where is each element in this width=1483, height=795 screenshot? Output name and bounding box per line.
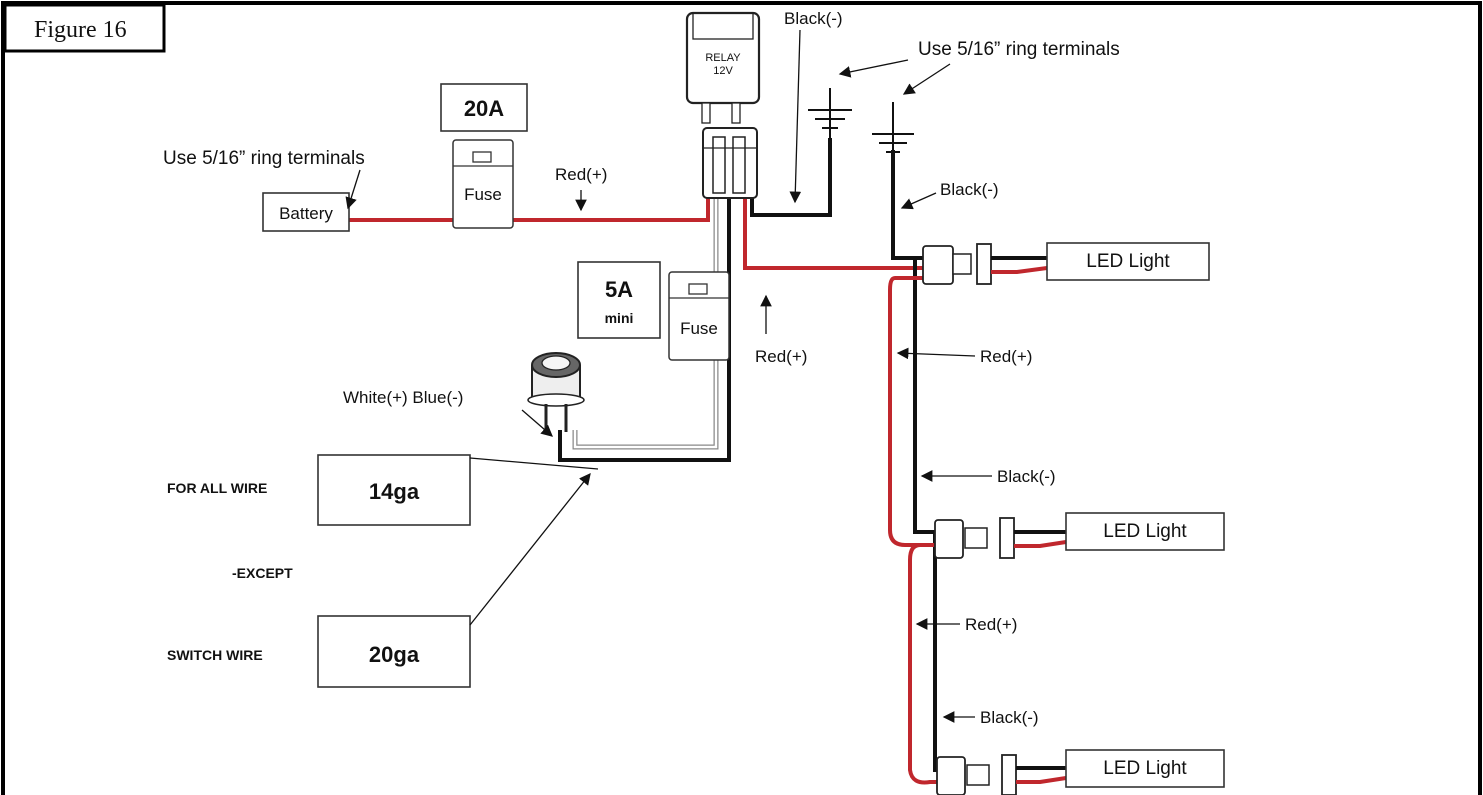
- fuse-5a-mini: 5A mini Fuse: [577, 261, 730, 361]
- figure-label: Figure 16: [34, 17, 127, 43]
- led-light-1-label: LED Light: [1086, 251, 1170, 272]
- label-red-top: Red(+): [555, 165, 607, 184]
- figure-label-box: Figure 16: [3, 3, 166, 53]
- black-wire-relay-ground: [750, 138, 832, 217]
- ground-symbol-2: [872, 102, 914, 155]
- gauge-all-value: 14ga: [369, 479, 420, 504]
- red-wire-fuse-relay: [512, 192, 710, 222]
- battery: Battery: [262, 192, 350, 232]
- black-wire-bus: [913, 258, 945, 772]
- ground-symbol-1: [808, 88, 852, 140]
- led-light-2: LED Light: [934, 512, 1225, 559]
- battery-label: Battery: [279, 204, 333, 223]
- led-light-2-label: LED Light: [1103, 521, 1187, 542]
- ring-terminal-note-ground: Use 5/16” ring terminals: [918, 39, 1120, 60]
- relay-line1: RELAY: [705, 52, 741, 64]
- led-light-3-label: LED Light: [1103, 758, 1187, 779]
- label-switch-wires: White(+) Blue(-): [343, 388, 463, 407]
- label-red-relay: Red(+): [755, 347, 807, 366]
- label-red-2: Red(+): [965, 615, 1017, 634]
- fuse-20a-label: Fuse: [464, 185, 502, 204]
- relay-line2: 12V: [713, 65, 733, 77]
- led-light-3: LED Light: [936, 749, 1225, 795]
- gauge-all-box: 14ga: [317, 454, 471, 526]
- gauge-switch-value: 20ga: [369, 642, 420, 667]
- label-black-ground: Black(-): [940, 180, 999, 199]
- label-black-1: Black(-): [997, 467, 1056, 486]
- fuse-5a-sub: mini: [605, 310, 634, 326]
- gauge-switch-box: 20ga: [317, 615, 471, 688]
- label-red-1: Red(+): [980, 347, 1032, 366]
- led-light-1: LED Light: [922, 242, 1210, 285]
- red-wire-bus-2: [908, 543, 945, 785]
- gauge-except-label: -EXCEPT: [232, 565, 293, 581]
- red-wire-relay-lights: [743, 195, 935, 270]
- relay: RELAY 12V: [685, 11, 761, 199]
- gauge-all-label: FOR ALL WIRE: [167, 480, 267, 496]
- ring-terminal-note-battery: Use 5/16” ring terminals: [163, 148, 365, 169]
- gauge-switch-label: SWITCH WIRE: [167, 647, 263, 663]
- label-black-relay: Black(-): [784, 9, 843, 28]
- label-black-2: Black(-): [980, 708, 1039, 727]
- red-wire-bus-1: [888, 276, 945, 547]
- fuse-5a-label: Fuse: [680, 319, 718, 338]
- rocker-switch: [527, 352, 585, 432]
- fuse-20a-rating: 20A: [464, 96, 504, 121]
- fuse-5a-rating: 5A: [605, 277, 633, 302]
- black-wire-ground-light1: [891, 150, 935, 260]
- fuse-20a: 20A Fuse: [440, 83, 528, 229]
